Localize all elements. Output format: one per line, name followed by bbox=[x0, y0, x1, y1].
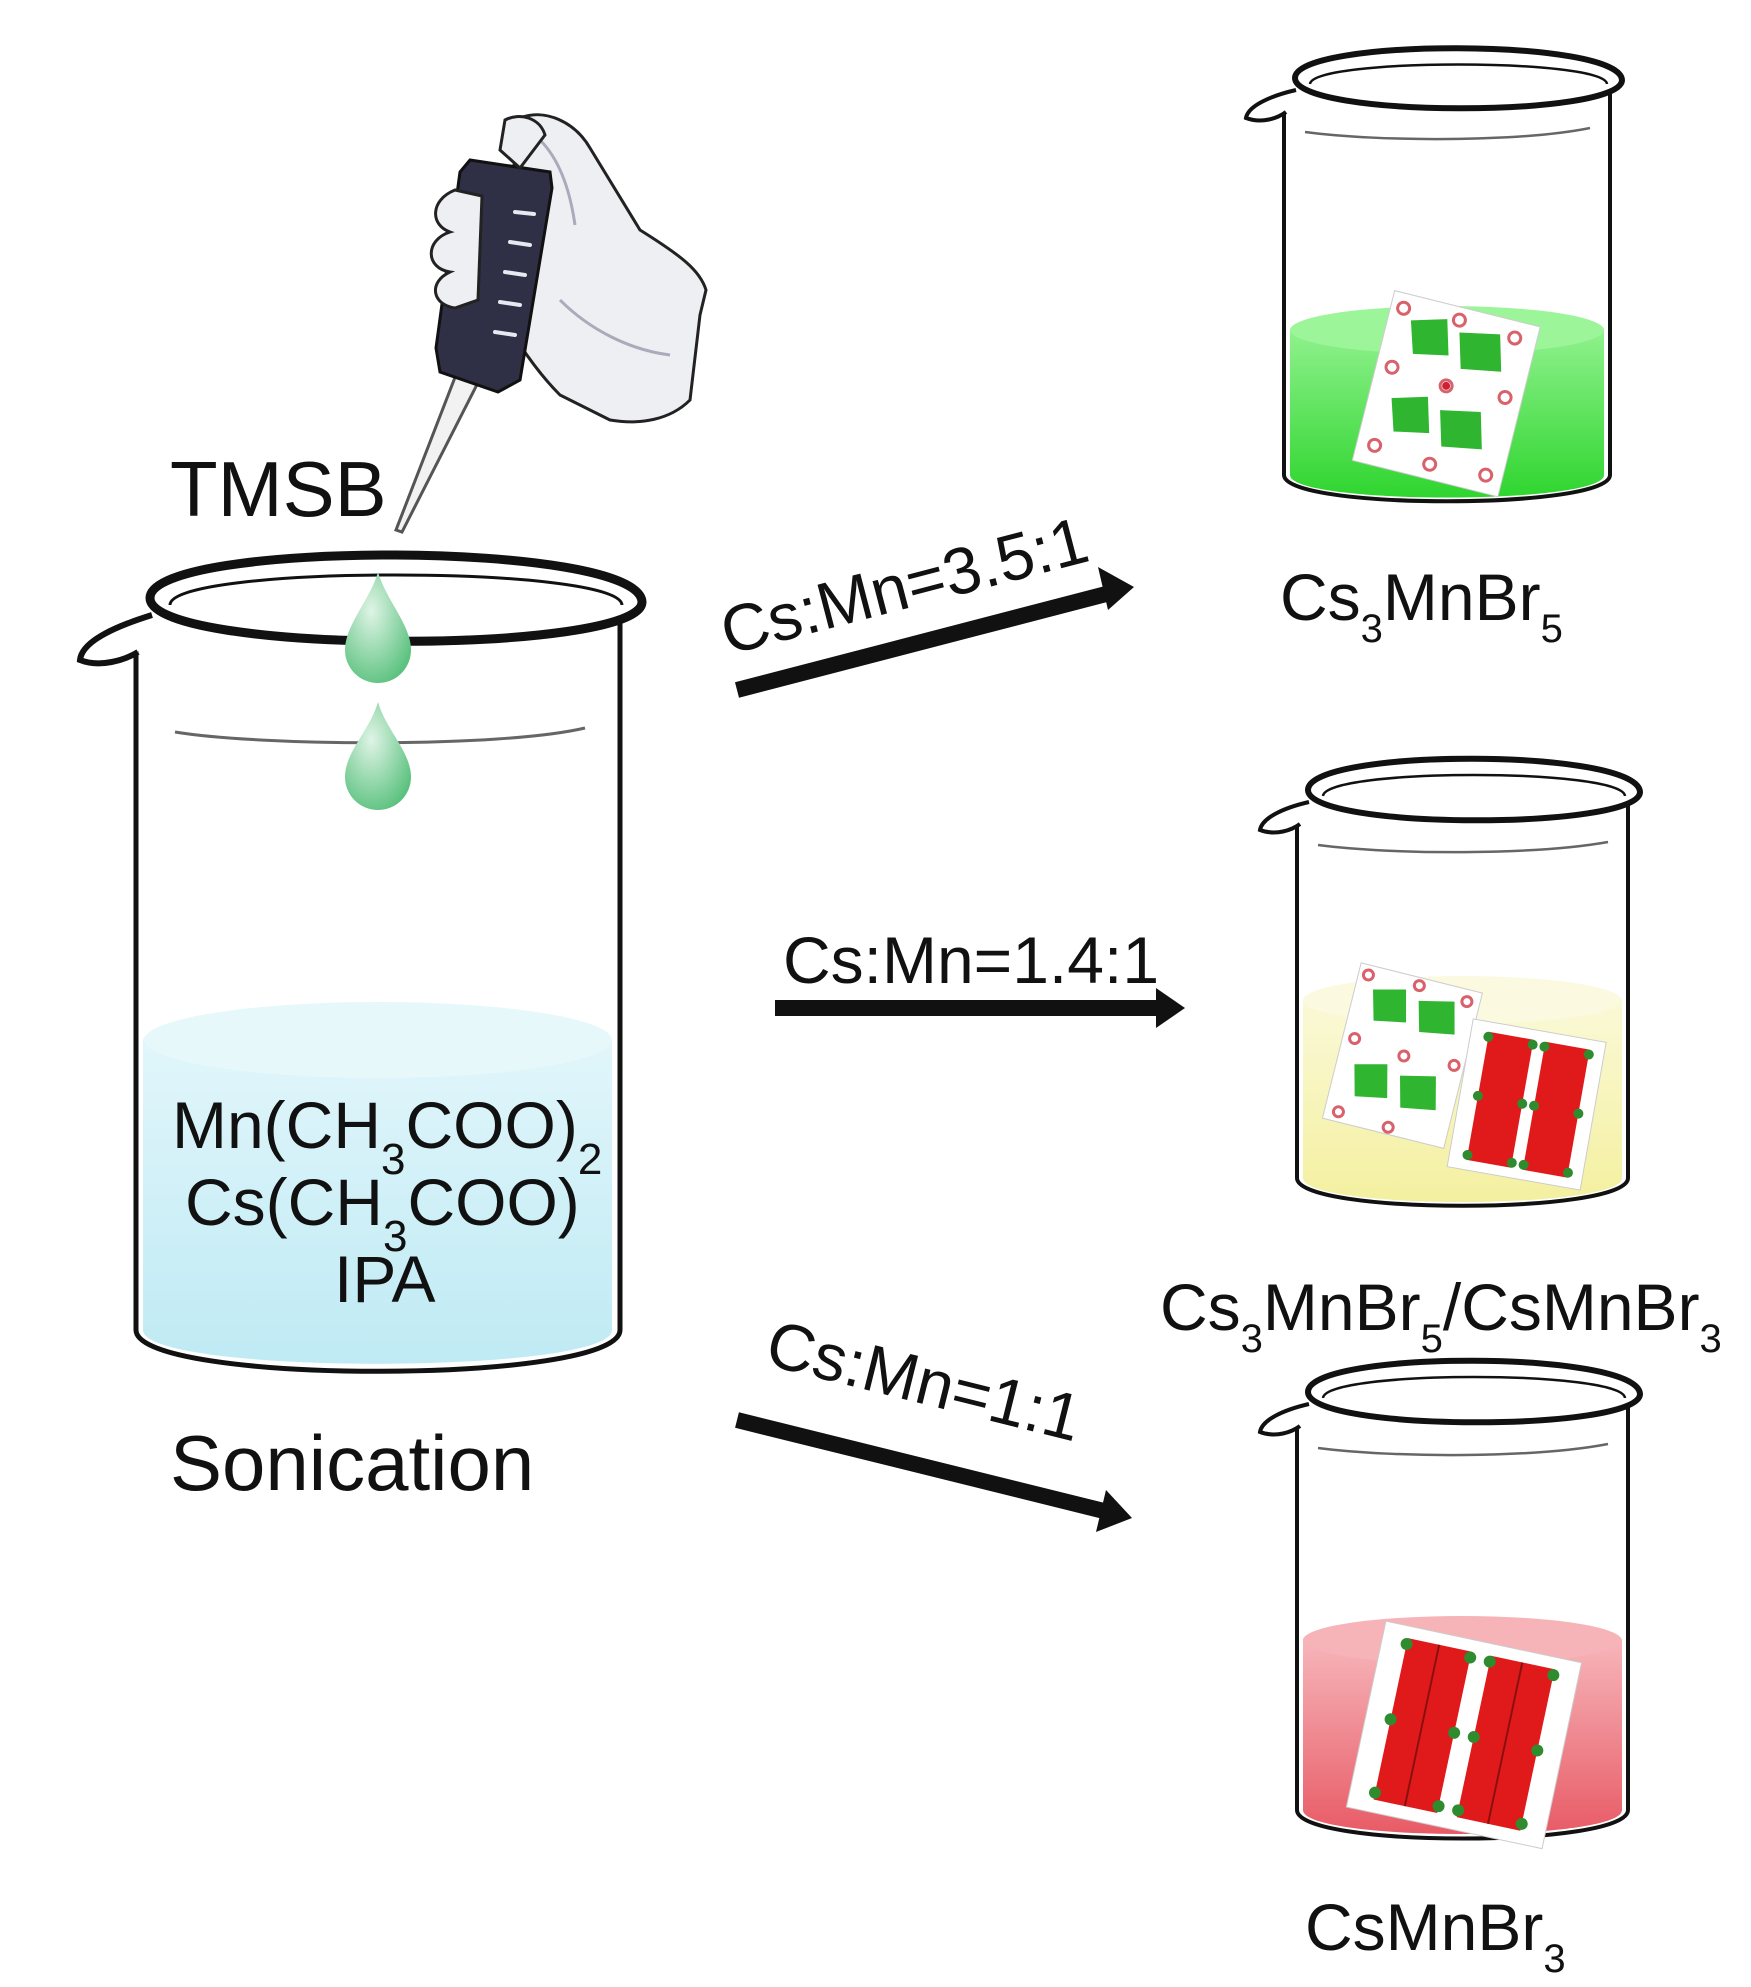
pipette-hand-icon bbox=[394, 113, 708, 534]
route-arrow-1: Cs:Mn=3.5:1 bbox=[713, 502, 1134, 698]
precursor-beaker bbox=[76, 550, 647, 1374]
solution-line-2: Cs(CH3COO) bbox=[185, 1165, 580, 1261]
product-beaker-1 bbox=[1243, 45, 1626, 504]
droplet-icon bbox=[345, 702, 411, 810]
product-label-3: CsMnBr3 bbox=[1305, 1890, 1566, 1981]
route-arrow-2: Cs:Mn=1.4:1 bbox=[775, 923, 1185, 1028]
droplet-icon bbox=[345, 572, 411, 683]
solution-line-1: Mn(CH3COO)2 bbox=[172, 1088, 602, 1184]
product-beaker-3 bbox=[1257, 1357, 1644, 1850]
product-beaker-2 bbox=[1257, 755, 1644, 1208]
solution-line-3: IPA bbox=[334, 1242, 435, 1316]
route-arrow-3: Cs:Mn=1:1 bbox=[735, 1306, 1132, 1532]
process-label: Sonication bbox=[170, 1419, 534, 1507]
product-label-2: Cs3MnBr5/CsMnBr3 bbox=[1160, 1270, 1722, 1361]
product-label-1: Cs3MnBr5 bbox=[1280, 560, 1563, 651]
reagent-label: TMSB bbox=[170, 445, 387, 533]
ratio-label-2: Cs:Mn=1.4:1 bbox=[783, 923, 1159, 997]
